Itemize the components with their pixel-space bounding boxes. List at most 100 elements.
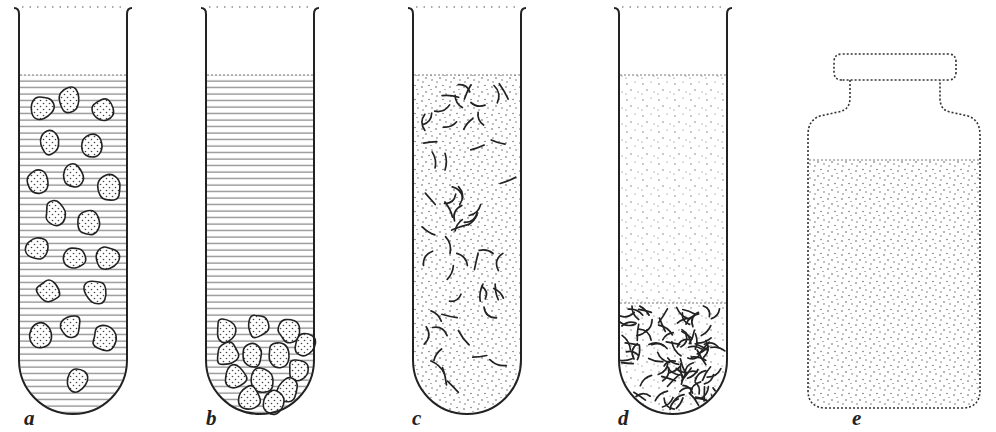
particle-clump bbox=[218, 342, 239, 365]
particle-clump bbox=[249, 315, 269, 337]
fibre-strand bbox=[703, 387, 705, 401]
fibre-strand bbox=[637, 324, 639, 340]
particle-clump bbox=[59, 87, 79, 113]
fibre-strand bbox=[448, 381, 459, 392]
fibre-strand bbox=[691, 357, 706, 360]
fibre-strand bbox=[424, 142, 437, 143]
fibre-strand bbox=[686, 314, 699, 324]
panel-letter: a bbox=[24, 408, 35, 429]
particle-clump bbox=[98, 174, 120, 200]
particle-clump bbox=[40, 130, 58, 154]
particle-clump bbox=[25, 238, 48, 259]
particle-clump bbox=[30, 323, 52, 348]
fibre-strand bbox=[464, 213, 477, 223]
fibre-strand bbox=[688, 346, 701, 348]
particle-clump bbox=[295, 334, 315, 356]
fibre-strand bbox=[649, 343, 664, 346]
particle-clump bbox=[78, 211, 100, 235]
particle-clump bbox=[30, 323, 52, 348]
fibre-strand bbox=[655, 391, 667, 401]
particle-clump bbox=[93, 325, 116, 350]
particle-clump bbox=[84, 281, 106, 304]
fibre-strand bbox=[701, 326, 711, 336]
fibre-strand bbox=[664, 361, 675, 366]
particle-clump bbox=[218, 342, 239, 365]
fibre-strand bbox=[435, 105, 450, 112]
particle-clump bbox=[96, 247, 119, 269]
particle-clump bbox=[60, 316, 80, 337]
fibre-strand bbox=[632, 344, 637, 359]
particle-clump bbox=[269, 343, 289, 368]
particle-clump bbox=[46, 201, 65, 226]
particle-clump bbox=[67, 369, 87, 392]
fibre-strand bbox=[695, 371, 706, 381]
particle-clump bbox=[31, 97, 54, 119]
particle-clump bbox=[59, 87, 79, 113]
fibre-strand bbox=[423, 251, 432, 265]
fibre-strand bbox=[711, 347, 725, 351]
fibre-strand bbox=[450, 294, 462, 301]
fibre-strand bbox=[478, 112, 484, 125]
fibre-strand bbox=[433, 327, 447, 335]
fibre-strand bbox=[494, 86, 499, 103]
fibre-strand bbox=[457, 253, 468, 265]
fibre-strand bbox=[711, 309, 719, 319]
particle-clump bbox=[27, 170, 48, 193]
fibre-strand bbox=[619, 312, 634, 316]
fibre-strand bbox=[652, 344, 668, 349]
fibre-strand bbox=[443, 368, 447, 385]
particle-clump bbox=[36, 280, 59, 302]
fibre-strand bbox=[703, 306, 709, 317]
fibre-strand bbox=[621, 363, 633, 364]
fibre-strand bbox=[703, 367, 711, 381]
panel-letter: b bbox=[206, 408, 217, 429]
fibre-strand bbox=[444, 122, 457, 127]
fibre-strand bbox=[434, 349, 442, 361]
fibre-strand bbox=[455, 220, 462, 231]
fibre-strand bbox=[474, 253, 478, 269]
fibre-strand bbox=[639, 309, 652, 312]
particle-clump bbox=[84, 281, 106, 304]
particle-clump bbox=[218, 319, 236, 343]
fibre-strand bbox=[636, 394, 650, 397]
panel-letter: c bbox=[412, 408, 421, 429]
particle-clump bbox=[67, 369, 87, 392]
fibre-strand bbox=[452, 224, 469, 230]
fibre-strand bbox=[422, 227, 435, 235]
fibre-strand bbox=[697, 350, 706, 365]
fibre-strand bbox=[640, 375, 651, 385]
fibre-strand bbox=[691, 382, 701, 394]
fibre-strand bbox=[458, 331, 469, 345]
particle-clump bbox=[96, 247, 119, 269]
fibre-strand bbox=[464, 119, 473, 130]
fibre-strand bbox=[695, 344, 707, 350]
particle-clump bbox=[92, 99, 114, 121]
fibre-strand bbox=[500, 177, 516, 183]
fibre-strand bbox=[649, 359, 663, 362]
particle-clump bbox=[78, 211, 100, 235]
fibre-strand bbox=[454, 206, 462, 221]
particle-clump bbox=[243, 343, 261, 367]
fibre-strand bbox=[499, 84, 508, 99]
fibre-strand bbox=[704, 375, 713, 384]
particle-clump bbox=[249, 315, 269, 337]
fibre-strand bbox=[676, 398, 683, 408]
fibre-strand bbox=[676, 368, 687, 372]
fibre-strand bbox=[619, 321, 635, 325]
particle-clump bbox=[60, 316, 80, 337]
particle-clump bbox=[98, 174, 120, 200]
fibre-strand bbox=[639, 329, 651, 340]
particle-clump bbox=[63, 248, 85, 268]
fibre-strand bbox=[666, 342, 679, 345]
fibre-strand bbox=[446, 237, 451, 254]
fibre-strand bbox=[495, 284, 498, 300]
fibre-strand bbox=[442, 95, 459, 97]
particle-clump bbox=[64, 164, 84, 187]
fibre-strand bbox=[697, 338, 711, 343]
fibre-strand bbox=[490, 360, 507, 366]
fibre-strand bbox=[459, 187, 463, 205]
particle-clump bbox=[40, 130, 58, 154]
particle-clump bbox=[269, 343, 289, 368]
